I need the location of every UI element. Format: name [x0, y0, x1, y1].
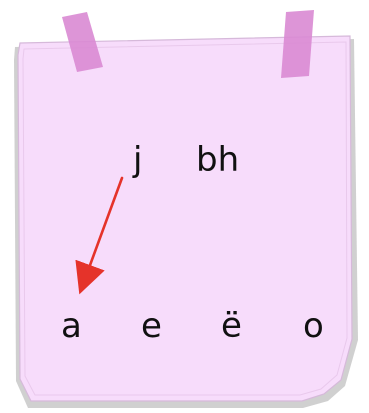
label-e: e: [141, 306, 162, 346]
note-paper: [18, 36, 352, 401]
label-e-diaeresis: ë: [221, 306, 242, 346]
sticky-note: [14, 36, 358, 408]
label-a: a: [61, 306, 82, 346]
label-o: o: [303, 306, 324, 346]
label-bh: bh: [196, 140, 239, 180]
tape-right: [281, 10, 314, 78]
label-j: j: [132, 140, 142, 180]
